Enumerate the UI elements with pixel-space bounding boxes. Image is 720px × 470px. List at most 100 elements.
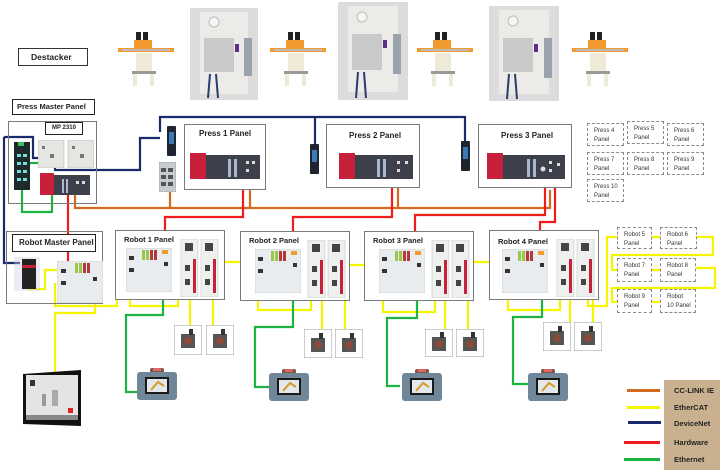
future-robot-6-line1: Robot 6: [667, 232, 689, 238]
servo-motor-r2a: [304, 329, 332, 358]
press-master-panel: [8, 121, 97, 204]
robot-3-panel-label: Robot 3 Panel: [373, 236, 424, 245]
robot-2-panel: Robot 2 Panel: [240, 231, 350, 301]
future-press-9-panel: Press 9 Panel: [667, 152, 704, 175]
main-hmi-touchscreen: [23, 370, 81, 426]
future-robot-9-line2: Panel: [624, 303, 640, 309]
future-press-9-line1: Press 9: [674, 157, 695, 163]
robot-2-teach-pendant: [269, 369, 309, 401]
future-press-7-line2: Panel: [594, 166, 610, 172]
future-robot-7-line2: Panel: [624, 272, 640, 278]
servo-motor-r3a: [425, 329, 453, 357]
future-press-10-line2: Panel: [594, 193, 610, 199]
devicenet-gateway-1: [167, 126, 176, 156]
ethercat-wire-master-loop: [28, 268, 60, 291]
robot-1-servo-drives: [180, 239, 219, 297]
mp2310-controller-device: [38, 140, 94, 168]
legend-label-ethercat: EtherCAT: [674, 403, 709, 412]
legend-swatch-devicenet: [628, 421, 661, 424]
robot-1-panel: Robot 1 Panel: [115, 230, 225, 300]
future-press-9-line2: Panel: [674, 166, 690, 172]
servo-motor-r1b: [206, 325, 234, 355]
future-robot-5-panel: Robot 5 Panel: [617, 227, 652, 249]
gateway-module-master: [14, 257, 40, 291]
press-3-panel-label: Press 3 Panel: [501, 131, 554, 140]
press-machine-1-image: [190, 8, 258, 100]
ethernet-wire-r2: [253, 284, 295, 389]
robot-1-panel-label: Robot 1 Panel: [124, 235, 175, 244]
devicenet-wire-trunk: [158, 115, 467, 145]
future-robot-8-line2: Panel: [667, 272, 683, 278]
future-robot-8-line1: Robot 8: [667, 263, 689, 269]
future-robot-7-panel: Robot 7 Panel: [617, 258, 652, 282]
plc-rack-press-3: [487, 153, 565, 179]
future-press-8-line2: Panel: [634, 166, 650, 172]
robot-loader-image: [572, 32, 628, 86]
plc-rack-press-2: [339, 153, 413, 179]
future-press-6-line2: Panel: [674, 137, 690, 143]
future-robot-10-line2: 10 Panel: [667, 303, 691, 309]
robot-1-teach-pendant: [137, 368, 177, 400]
future-press-5-line1: Press 5: [634, 126, 655, 132]
legend-label-cclink: CC-LINK IE: [674, 386, 714, 395]
robot-master-panel-title: Robot Master Panel: [19, 238, 94, 247]
destacker-label: Destacker: [31, 52, 72, 62]
future-press-4-line1: Press 4: [594, 128, 615, 134]
legend-label-devicenet: DeviceNet: [674, 419, 711, 428]
ethercat-coupler-master: [57, 261, 103, 303]
future-press-5-panel: Press 5 Panel: [627, 121, 664, 144]
robot-2-panel-label: Robot 2 Panel: [249, 236, 300, 245]
robot-loader-image: [270, 32, 326, 86]
future-press-4-line2: Panel: [594, 137, 610, 143]
future-robot-5-line2: Panel: [624, 241, 640, 247]
future-robot-9-panel: Robot 9 Panel: [617, 289, 652, 313]
destacker-label-box: Destacker: [18, 48, 88, 66]
robot-master-panel-title-box: Robot Master Panel: [12, 234, 96, 252]
legend-swatch-cclink: [627, 389, 660, 392]
future-robot-7-line1: Robot 7: [624, 263, 646, 269]
legend: CC-LINK IE EtherCAT DeviceNet Hardware E…: [664, 380, 720, 470]
cclink-wire-trunk: [73, 190, 552, 210]
robot-1-ethercat-coupler: [126, 248, 172, 292]
robot-3-ethercat-coupler: [379, 249, 425, 293]
press-machine-3-image: [489, 6, 559, 101]
future-press-4-panel: Press 4 Panel: [587, 123, 624, 146]
legend-label-ethernet: Ethernet: [674, 455, 705, 464]
robot-4-panel-label: Robot 4 Panel: [498, 237, 549, 246]
robot-4-panel: Robot 4 Panel: [489, 230, 599, 300]
ethernet-wire-r1: [124, 284, 165, 394]
future-robot-8-panel: Robot 8 Panel: [660, 258, 696, 282]
future-press-6-line1: Press 6: [674, 128, 695, 134]
servo-motor-r1a: [174, 325, 202, 355]
press-master-panel-title-box: Press Master Panel: [12, 99, 95, 115]
industrial-switch: [159, 162, 176, 192]
robot-4-servo-drives: [556, 239, 595, 297]
devicenet-gateway-3: [461, 141, 470, 171]
robot-loader-image: [417, 32, 473, 86]
future-press-6-panel: Press 6 Panel: [667, 123, 704, 146]
future-press-10-line1: Press 10: [594, 184, 618, 190]
press-1-panel-label: Press 1 Panel: [199, 129, 252, 138]
servo-motor-r4b: [574, 322, 602, 351]
legend-swatch-ethercat: [627, 406, 660, 409]
future-robot-5-line1: Robot 5: [624, 232, 646, 238]
mp2310-label: MP 2310: [52, 125, 76, 131]
future-robot-9-line1: Robot 9: [624, 294, 646, 300]
future-robot-6-line2: Panel: [667, 241, 683, 247]
future-press-5-line2: Panel: [634, 135, 650, 141]
press-machine-2-image: [338, 2, 408, 100]
devicenet-wire-robot-master: [2, 137, 20, 265]
legend-swatch-ethernet: [624, 458, 660, 461]
robot-3-teach-pendant: [402, 369, 442, 401]
press-1-panel: Press 1 Panel: [184, 124, 266, 190]
servo-motor-r2b: [335, 329, 363, 358]
press-2-panel-label: Press 2 Panel: [349, 131, 402, 140]
future-press-10-panel: Press 10 Panel: [587, 179, 624, 202]
devicenet-gateway-2: [310, 144, 319, 174]
servo-motor-r3b: [456, 329, 484, 357]
legend-swatch-hardware: [624, 441, 660, 444]
plc-rack-master: [40, 173, 90, 195]
